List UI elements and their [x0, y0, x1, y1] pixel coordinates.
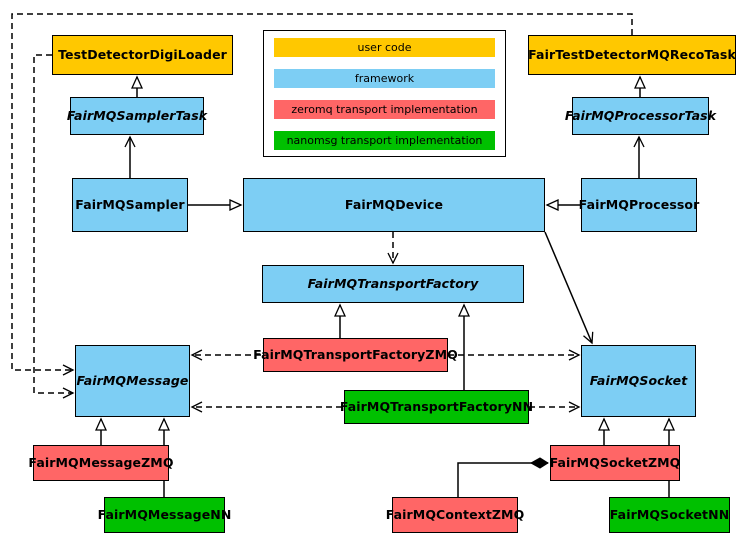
legend-item-zeromq: zeromq transport implementation [274, 100, 495, 119]
legend-label: framework [354, 72, 415, 85]
node-label: FairMQMessageNN [97, 506, 232, 522]
node-label: FairMQSocket [589, 372, 688, 388]
node-fairmqsocketzmq[interactable]: FairMQSocketZMQ [550, 445, 680, 481]
legend-label: user code [357, 41, 412, 54]
node-label: FairMQTransportFactory [307, 275, 479, 291]
node-fairmqsampler[interactable]: FairMQSampler [72, 178, 188, 232]
node-label: FairMQTransportFactoryNN [339, 398, 534, 414]
node-label: FairMQProcessor [578, 196, 700, 212]
node-fairmqcontextzmq[interactable]: FairMQContextZMQ [386, 497, 524, 533]
node-fairmqsamplertask[interactable]: FairMQSamplerTask [66, 97, 208, 135]
node-label: FairMQMessageZMQ [28, 454, 174, 470]
node-label: FairMQTransportFactoryZMQ [253, 346, 458, 362]
node-fairmqprocessor[interactable]: FairMQProcessor [578, 178, 700, 232]
legend-box: user code framework zeromq transport imp… [263, 30, 506, 157]
legend-item-framework: framework [274, 69, 495, 88]
node-label: FairMQMessage [76, 372, 189, 388]
node-label: FairMQSocketZMQ [549, 454, 681, 470]
legend-item-user-code: user code [274, 38, 495, 57]
node-label: FairMQSampler [75, 196, 185, 212]
node-label: TestDetectorDigiLoader [58, 46, 227, 62]
node-label: FairTestDetectorMQRecoTask [528, 46, 736, 62]
node-fairmqtransportfactorynn[interactable]: FairMQTransportFactoryNN [340, 390, 533, 424]
node-label: FairMQProcessorTask [564, 107, 717, 123]
node-fairmqmessagezmq[interactable]: FairMQMessageZMQ [28, 445, 173, 481]
node-fairmqtransportfactory[interactable]: FairMQTransportFactory [262, 265, 524, 303]
node-label: FairMQSocketNN [609, 506, 730, 522]
node-fairtestdetectormqrecotask[interactable]: FairTestDetectorMQRecoTask [528, 35, 736, 75]
node-label: FairMQDevice [344, 196, 444, 212]
node-fairmqdevice[interactable]: FairMQDevice [243, 178, 545, 232]
node-label: FairMQContextZMQ [385, 506, 525, 522]
node-fairmqprocessortask[interactable]: FairMQProcessorTask [565, 97, 716, 135]
node-fairmqmessage[interactable]: FairMQMessage [75, 345, 190, 417]
node-fairmqsocket[interactable]: FairMQSocket [581, 345, 696, 417]
node-fairmqsocketnn[interactable]: FairMQSocketNN [609, 497, 730, 533]
node-fairmqmessagenn[interactable]: FairMQMessageNN [98, 497, 231, 533]
legend-item-nanomsg: nanomsg transport implementation [274, 131, 495, 150]
legend-label: nanomsg transport implementation [286, 134, 483, 147]
node-testdetectordigiloader[interactable]: TestDetectorDigiLoader [52, 35, 233, 75]
legend-label: zeromq transport implementation [291, 103, 478, 116]
node-fairmqtransportfactoryzmq[interactable]: FairMQTransportFactoryZMQ [253, 338, 458, 372]
node-label: FairMQSamplerTask [66, 107, 208, 123]
